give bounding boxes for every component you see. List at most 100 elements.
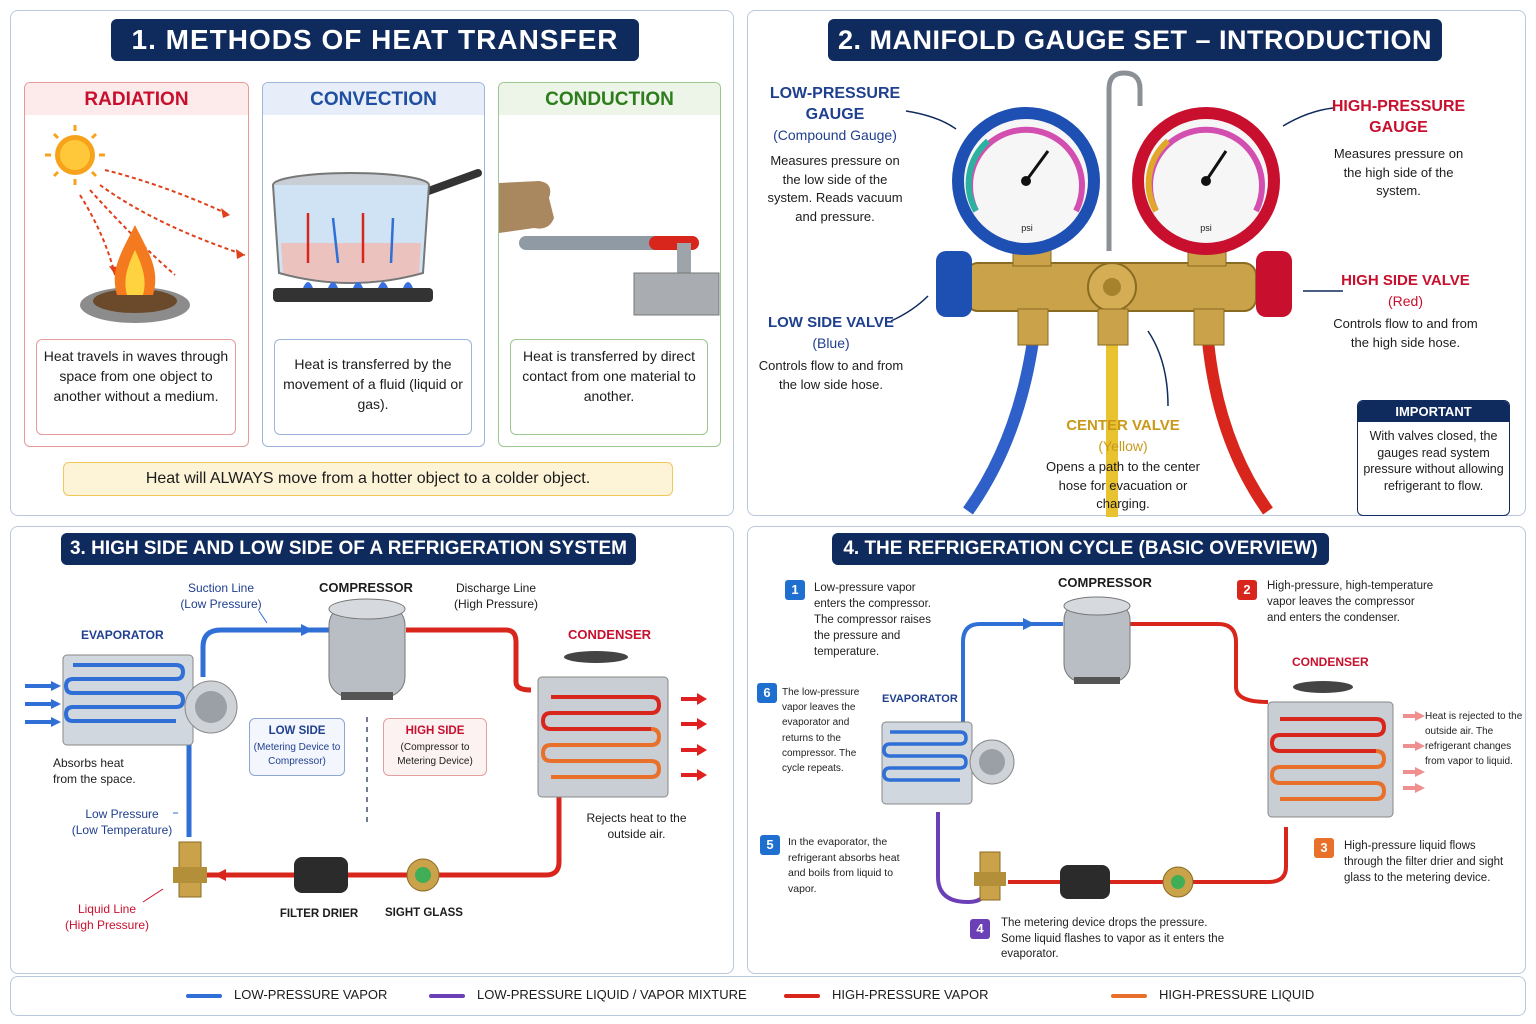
high-valve-text: Controls flow to and from the high side … [1333,316,1478,350]
compressor-label: COMPRESSOR [1058,575,1152,590]
convection-text: Heat is transferred by the movement of a… [283,356,463,412]
step-2-badge: 2 [1237,580,1257,600]
high-valve-title: HIGH SIDE VALVE [1341,272,1470,289]
suction-line-title: Suction Line [187,581,255,595]
high-low-side-diagram [25,598,707,903]
high-gauge-label: HIGH-PRESSURE GAUGE Measures pressure on… [1326,96,1471,201]
center-valve-title: CENTER VALVE [1066,417,1180,434]
low-gauge-text: Measures pressure on the low side of the… [767,153,903,224]
discharge-line-sub: (High Pressure) [453,597,539,611]
center-valve-subtitle: (Yellow) [1098,438,1148,454]
step-5-badge: 5 [760,835,780,855]
evaporator-icon [62,654,238,746]
low-valve-text: Controls flow to and from the low side h… [758,358,904,392]
sight-glass-icon [406,858,440,892]
radiation-illustration [45,125,246,323]
manifold-illustration [890,70,1343,517]
hand-icon [499,181,554,233]
high-gauge-title: HIGH-PRESSURE GAUGE [1331,98,1466,136]
convection-text-box: Heat is transferred by the movement of a… [274,339,472,435]
metering-device-icon [173,841,207,898]
low-gauge-subtitle: (Compound Gauge) [773,127,897,143]
panel-manifold-gauge: 2. MANIFOLD GAUGE SET – INTRODUCTION [747,10,1526,517]
center-valve-label: CENTER VALVE (Yellow) Opens a path to th… [1043,416,1203,514]
sun-icon [45,125,105,185]
convection-title: CONVECTION [263,83,484,115]
liquid-line-title: Liquid Line [77,902,137,916]
panel-title: 3. HIGH SIDE AND LOW SIDE OF A REFRIGERA… [61,533,636,565]
step-1-text: Low-pressure vapor enters the compressor… [814,582,931,658]
condenser-icon [537,651,669,798]
panel-title: 2. MANIFOLD GAUGE SET – INTRODUCTION [828,19,1442,61]
refrigeration-cycle-diagram [881,596,1425,905]
step-4-badge: 4 [970,919,990,939]
step-5-text: In the evaporator, the refrigerant absor… [788,836,900,895]
panel-high-low-side: 3. HIGH SIDE AND LOW SIDE OF A REFRIGERA… [10,526,734,974]
red-valve-knob-icon [1256,251,1292,317]
step-2-text: High-pressure, high-temperature vapor le… [1267,580,1434,624]
filter-drier-icon [294,857,348,893]
radiation-title: RADIATION [25,83,248,115]
low-valve-title: LOW SIDE VALVE [767,314,895,331]
panel-refrigeration-cycle: 4. THE REFRIGERATION CYCLE (BASIC OVERVI… [747,526,1526,974]
filter-drier-label: FILTER DRIER [279,908,359,920]
legend-label: LOW-PRESSURE LIQUID / VAPOR MIXTURE [477,987,747,1002]
conduction-text: Heat is transferred by direct contact fr… [522,348,696,404]
conduction-text-box: Heat is transferred by direct contact fr… [510,339,708,435]
sight-glass-label: SIGHT GLASS [385,907,463,919]
center-valve-text: Opens a path to the center hose for evac… [1046,459,1200,511]
evaporator-label: EVAPORATOR [81,628,164,642]
gauge-unit-high: psi [1200,223,1212,233]
high-side-text: (Compressor to Metering Device) [397,742,473,767]
radiation-text: Heat travels in waves through space from… [43,348,229,404]
radiation-card: RADIATION [24,82,249,447]
absorbs-heat-label: Absorbs heat from the space. [53,756,136,786]
low-side-box: LOW SIDE (Metering Device to Compressor) [249,718,345,776]
panel-title: 4. THE REFRIGERATION CYCLE (BASIC OVERVI… [832,533,1329,565]
suction-line-label: Suction Line (Low Pressure) [166,580,276,612]
condenser-label: CONDENSER [1292,655,1369,669]
panel-heat-transfer: 1. METHODS OF HEAT TRANSFER RADIATION [10,10,734,516]
heat-rule-text: Heat will ALWAYS move from a hotter obje… [145,470,591,487]
legend-bar: LOW-PRESSURE VAPOR LOW-PRESSURE LIQUID /… [10,976,1526,1016]
gauge-unit-low: psi [1021,223,1033,233]
step-3-text: High-pressure liquid flows through the f… [1344,840,1504,884]
rejects-heat-label: Rejects heat to the outside air. [586,811,687,841]
legend-swatch [186,994,222,998]
discharge-line-title: Discharge Line [455,581,537,595]
low-gauge-label: LOW-PRESSURE GAUGE (Compound Gauge) Meas… [762,83,908,226]
high-pressure-gauge-icon [1132,107,1280,255]
low-side-text: (Metering Device to Compressor) [253,742,341,767]
campfire-icon [80,225,190,323]
low-gauge-title: LOW-PRESSURE GAUGE [769,85,901,123]
radiation-text-box: Heat travels in waves through space from… [36,339,236,435]
conduction-illustration [499,181,720,316]
important-text: With valves closed, the gauges read syst… [1363,429,1504,493]
burner-icon [273,282,433,302]
high-valve-subtitle: (Red) [1387,293,1423,309]
liquid-line-sub: (High Pressure) [64,918,150,932]
step-1-badge: 1 [785,580,805,600]
high-gauge-text: Measures pressure on the high side of th… [1333,146,1464,198]
low-valve-subtitle: (Blue) [812,335,850,351]
evaporator-label: EVAPORATOR [882,693,958,705]
condenser-icon [1267,681,1394,818]
compressor-label: COMPRESSOR [319,580,413,595]
low-pressure-label: Low Pressure (Low Temperature) [66,806,178,838]
evaporator-icon [881,721,1015,805]
legend-swatch [429,994,465,998]
step-6-badge: 6 [757,683,777,703]
high-side-title: HIGH SIDE [405,725,465,737]
important-box: IMPORTANT With valves closed, the gauges… [1357,400,1510,516]
low-pressure-gauge-icon [952,107,1100,255]
low-pressure-sub: (Low Temperature) [71,823,173,837]
metering-device-icon [974,851,1006,901]
step-6-text: The low-pressure vapor leaves the evapor… [782,687,860,775]
sight-glass-icon [1162,866,1194,898]
convection-illustration [272,169,482,302]
compressor-icon [1063,596,1131,684]
blue-valve-knob-icon [936,251,972,317]
metal-rod-icon [519,236,720,316]
filter-drier-icon [1060,865,1110,899]
legend-swatch [1111,994,1147,998]
